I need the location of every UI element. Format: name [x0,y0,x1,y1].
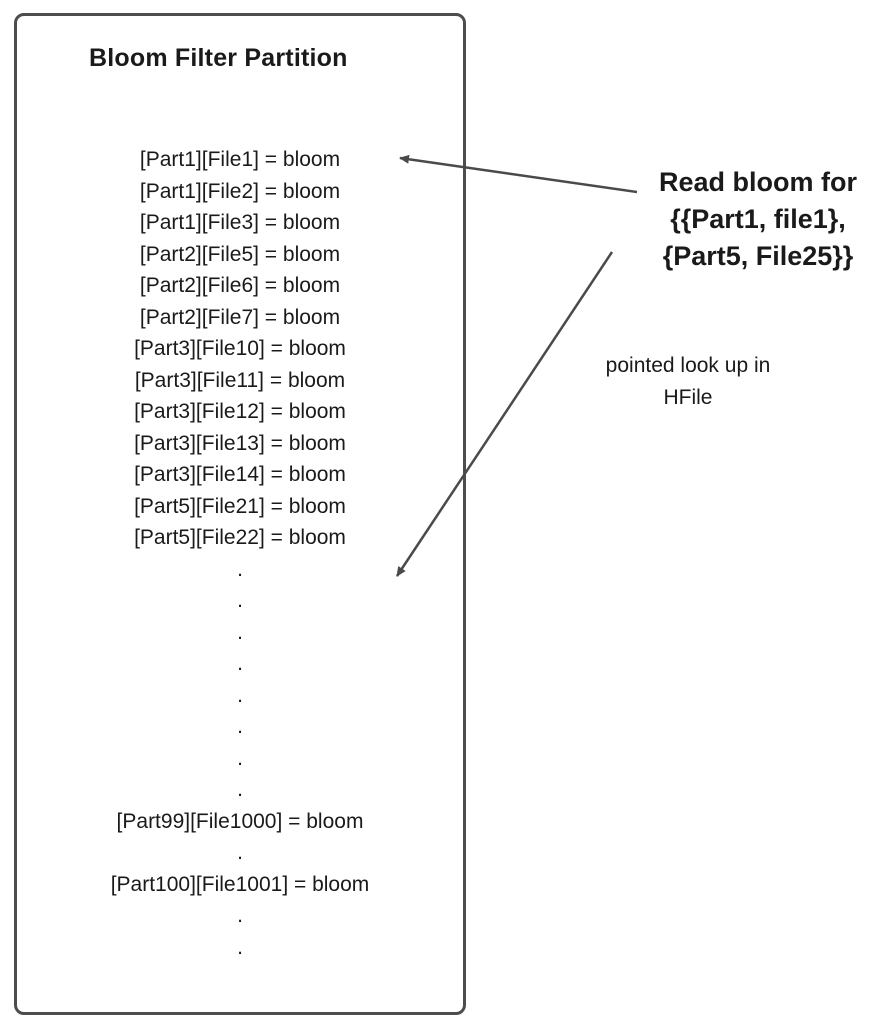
bloom-entry: [Part5][File22] = bloom [134,526,346,549]
hfile-caption: pointed look up in HFile [578,350,798,414]
read-bloom-annotation: Read bloom for {{Part1, file1}, {Part5, … [608,164,884,275]
hfile-caption-line-1: pointed look up in [605,354,771,377]
ellipsis-dot: . [237,841,243,864]
bloom-entry: [Part2][File7] = bloom [139,305,341,329]
ellipsis-dot: . [237,589,243,612]
bloom-entry: [Part3][File10] = bloom [134,337,346,360]
ellipsis-dot: . [237,683,243,707]
ellipsis-dot: . [237,935,243,959]
ellipsis-dot: . [237,904,243,927]
read-bloom-line-2: {{Part1, file1}, [670,204,846,234]
bloom-entry: [Part3][File13] = bloom [134,431,346,455]
bloom-entry: [Part3][File11] = bloom [134,368,346,392]
bloom-entry: [Part2][File6] = bloom [139,274,341,297]
bloom-entry: [Part1][File1] = bloom [139,148,341,171]
bloom-entry: [Part1][File2] = bloom [139,179,341,203]
ellipsis-dot: . [237,620,243,644]
bloom-entry: [Part1][File3] = bloom [139,211,341,234]
read-bloom-line-1: Read bloom for [658,167,857,197]
ellipsis-dot: . [237,715,243,738]
ellipsis-dot: . [237,557,243,581]
box-title: Bloom Filter Partition [89,44,348,72]
read-bloom-line-3: {Part5, File25}} [662,241,854,271]
bloom-entry: [Part2][File5] = bloom [139,242,341,266]
ellipsis-dot: . [237,746,243,770]
hfile-caption-line-2: HFile [663,386,713,409]
ellipsis-dot: . [237,652,243,675]
bloom-entry: [Part3][File12] = bloom [134,400,346,423]
bloom-entry: [Part3][File14] = bloom [134,463,346,486]
bloom-entry: [Part5][File21] = bloom [134,494,346,518]
ellipsis-dot: . [237,778,243,801]
bloom-filter-partition-box: Bloom Filter Partition [Part1][File1] = … [14,13,466,1015]
bloom-entry-part100: [Part100][File1001] = bloom [110,872,370,896]
bloom-entry-part99: [Part99][File1000] = bloom [116,809,364,833]
bloom-entries-list: [Part1][File1] = bloom [Part1][File2] = … [17,144,463,963]
